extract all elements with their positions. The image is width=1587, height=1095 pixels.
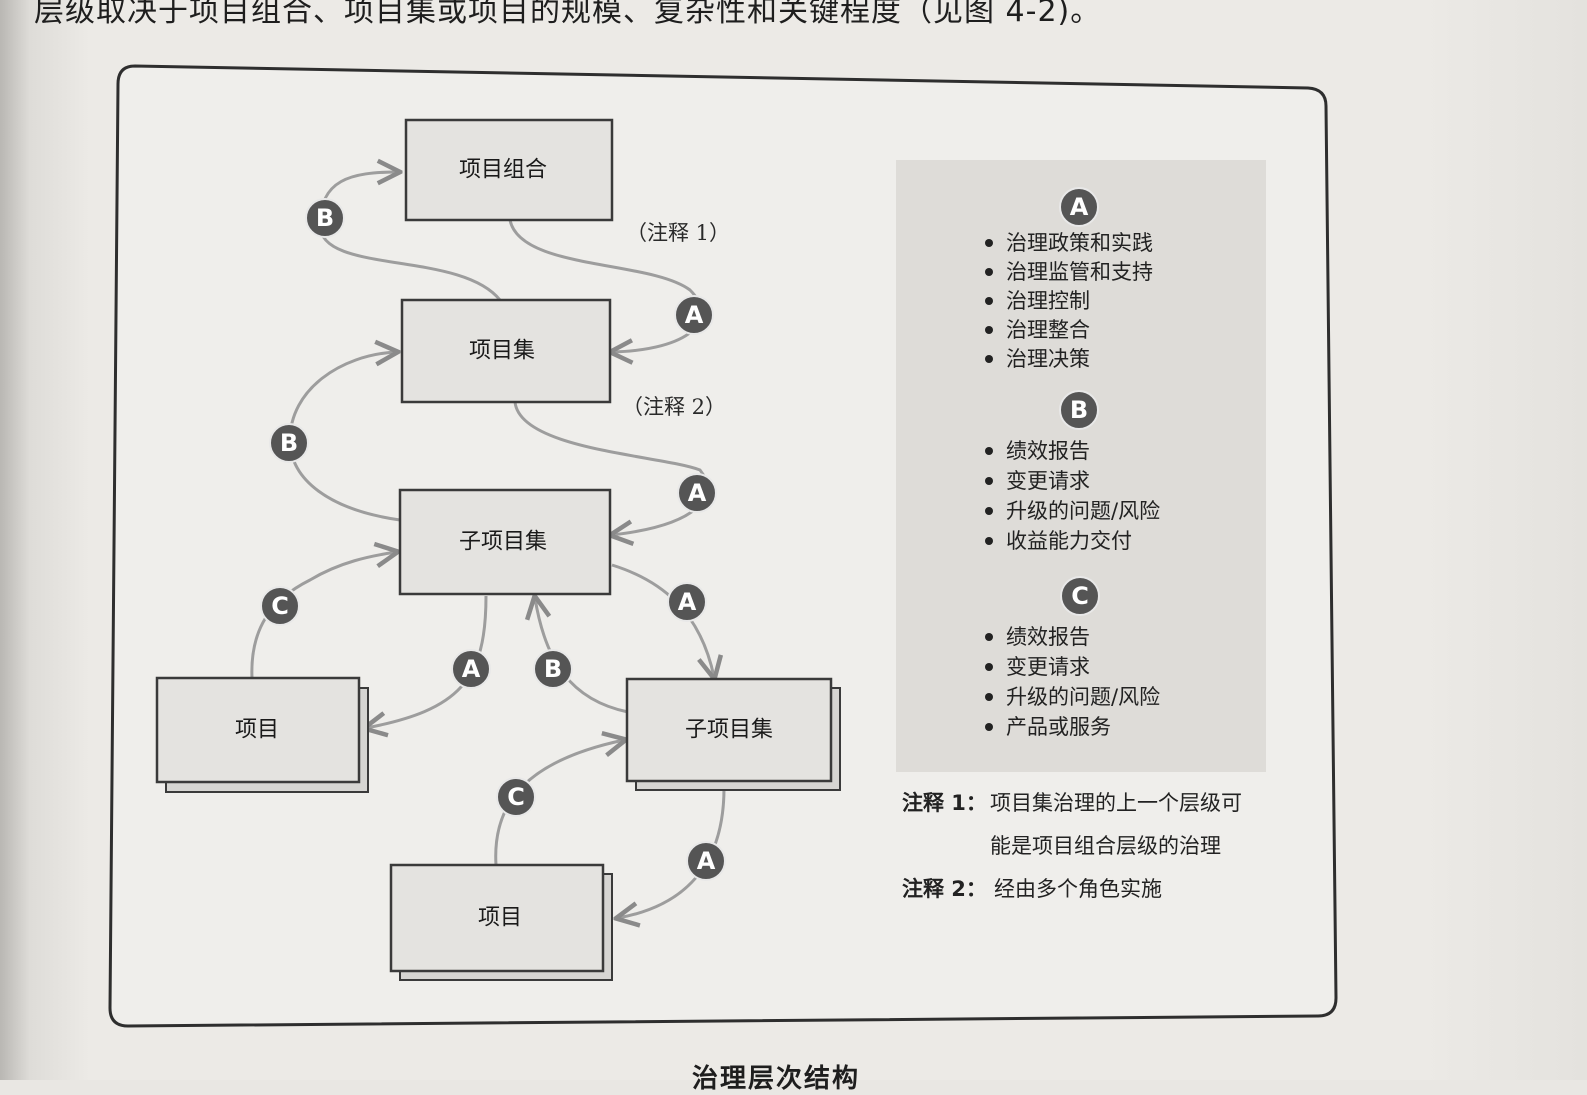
footnote-1-label: 注释 1： <box>902 791 987 815</box>
legend-a-item: 治理监管和支持 <box>1006 260 1153 284</box>
note-1-label: （注释 1） <box>626 221 730 245</box>
svg-text:A: A <box>462 655 481 683</box>
note-2-label: （注释 2） <box>622 395 726 419</box>
badge-c: C <box>496 777 536 817</box>
badge-b: B <box>305 198 345 238</box>
box-portfolio: 项目组合 <box>404 118 614 222</box>
box-project-left-label: 项目 <box>235 718 279 743</box>
box-portfolio-label: 项目组合 <box>459 158 547 183</box>
legend-b-item: 升级的问题/风险 <box>1006 499 1160 523</box>
legend-a-item: 治理决策 <box>1006 347 1090 371</box>
box-project-bottom-label: 项目 <box>478 906 522 931</box>
svg-text:B: B <box>544 655 562 683</box>
svg-text:B: B <box>1070 396 1088 424</box>
svg-text:B: B <box>280 429 298 457</box>
connector-a-subprogram-to-project <box>366 595 488 728</box>
box-subprogram-top-label: 子项目集 <box>459 530 547 555</box>
connector-c-project-to-subprogram <box>250 552 396 679</box>
box-subprogram-right: 子项目集 <box>625 677 841 791</box>
legend: A 治理政策和实践 治理监管和支持 治理控制 治理整合 治理决策 B 绩效报告 … <box>985 187 1160 739</box>
badge-b: B <box>269 423 309 463</box>
svg-text:C: C <box>1071 582 1089 610</box>
badge-b: B <box>533 649 573 689</box>
footnote-2-text: 经由多个角色实施 <box>994 877 1162 901</box>
svg-text:A: A <box>688 479 707 507</box>
badges: B A B A C A A B C A <box>260 198 726 881</box>
badge-a: A <box>677 473 717 513</box>
connector-a-program-to-subprogram <box>513 401 709 535</box>
legend-c-item: 变更请求 <box>1006 655 1090 679</box>
legend-list-b: 绩效报告 变更请求 升级的问题/风险 收益能力交付 <box>985 439 1160 553</box>
footnote-1-line2: 能是项目组合层级的治理 <box>990 834 1221 858</box>
legend-badge-a: A <box>1059 187 1099 227</box>
svg-text:A: A <box>697 847 716 875</box>
box-program: 项目集 <box>400 298 612 404</box>
legend-c-item: 产品或服务 <box>1006 715 1111 739</box>
legend-b-item: 绩效报告 <box>1006 439 1090 463</box>
badge-a: A <box>674 295 714 335</box>
legend-b-item: 收益能力交付 <box>1006 529 1132 553</box>
footnote-2-label: 注释 2： <box>902 877 987 901</box>
legend-list-a: 治理政策和实践 治理监管和支持 治理控制 治理整合 治理决策 <box>985 231 1153 371</box>
svg-text:A: A <box>1070 193 1089 221</box>
box-subprogram-top: 子项目集 <box>398 488 612 596</box>
badge-a: A <box>451 649 491 689</box>
svg-text:C: C <box>507 783 525 811</box>
svg-text:A: A <box>678 588 697 616</box>
legend-badge-b: B <box>1059 390 1099 430</box>
legend-c-item: 绩效报告 <box>1006 625 1090 649</box>
badge-a: A <box>686 841 726 881</box>
connector-a-portfolio-to-program <box>508 219 703 352</box>
box-program-label: 项目集 <box>469 339 535 364</box>
legend-b-item: 变更请求 <box>1006 469 1090 493</box>
legend-list-c: 绩效报告 变更请求 升级的问题/风险 产品或服务 <box>985 625 1160 739</box>
header-text: 层级取决于项目组合、项目集或项目的规模、复杂性和关键程度（见图 4-2)。 <box>34 0 1102 29</box>
footnote-1-line1: 项目集治理的上一个层级可 <box>990 791 1242 815</box>
footnotes: 注释 1： 项目集治理的上一个层级可 能是项目组合层级的治理 注释 2： 经由多… <box>902 791 1242 901</box>
legend-a-item: 治理政策和实践 <box>1006 231 1153 255</box>
legend-badge-c: C <box>1060 576 1100 616</box>
box-project-left: 项目 <box>155 676 369 793</box>
badge-c: C <box>260 586 300 626</box>
svg-text:C: C <box>271 592 289 620</box>
figure-caption: 治理层次结构 <box>692 1064 861 1094</box>
svg-text:B: B <box>316 204 334 232</box>
legend-c-item: 升级的问题/风险 <box>1006 685 1160 709</box>
box-subprogram-right-label: 子项目集 <box>685 718 773 743</box>
legend-a-item: 治理整合 <box>1006 318 1090 342</box>
badge-a: A <box>667 582 707 622</box>
box-project-bottom: 项目 <box>389 863 613 981</box>
legend-a-item: 治理控制 <box>1006 289 1090 313</box>
svg-text:A: A <box>685 301 704 329</box>
legend-panel <box>896 160 1266 772</box>
